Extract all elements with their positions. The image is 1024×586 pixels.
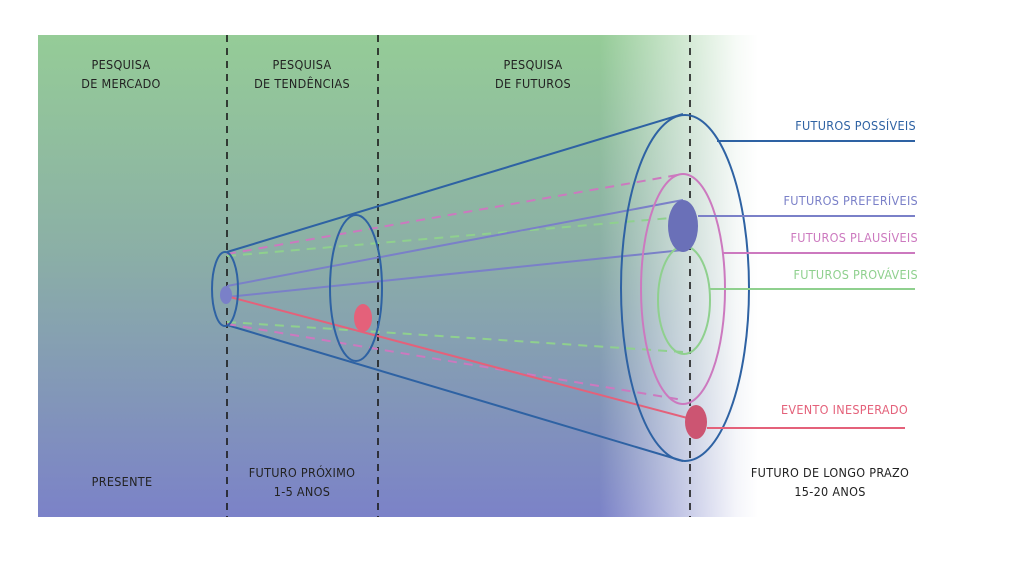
- bottom-label-near-future-1: FUTURO PRÓXIMO: [249, 465, 355, 480]
- legend-label-probable: FUTUROS PROVÁVEIS: [793, 267, 918, 282]
- background-fade: [38, 35, 758, 517]
- top-label-futures-research-1: PESQUISA: [504, 57, 563, 72]
- preferable-rays: [226, 199, 684, 298]
- preferable-futures-dot: [668, 200, 698, 252]
- legend-label-preferable: FUTUROS PREFERÍVEIS: [783, 193, 918, 208]
- preferable-ray-lower: [226, 249, 684, 298]
- bottom-labels: PRESENTE FUTURO PRÓXIMO 1-5 ANOS FUTURO …: [92, 465, 909, 499]
- bottom-label-long-term-1: FUTURO DE LONGO PRAZO: [751, 465, 909, 480]
- plausible-lower-dash: [226, 323, 684, 401]
- top-label-market-research-1: PESQUISA: [92, 57, 151, 72]
- bottom-label-long-term-2: 15-20 ANOS: [794, 484, 865, 499]
- dashed-boundaries: [226, 173, 684, 401]
- legend: FUTUROS POSSÍVEIS FUTUROS PREFERÍVEIS FU…: [781, 118, 918, 417]
- top-label-trend-research-1: PESQUISA: [273, 57, 332, 72]
- top-labels: PESQUISA DE MERCADO PESQUISA DE TENDÊNCI…: [81, 57, 571, 91]
- near-future-ellipse: [329, 214, 383, 362]
- bottom-label-near-future-2: 1-5 ANOS: [274, 484, 330, 499]
- legend-label-plausible: FUTUROS PLAUSÍVEIS: [790, 230, 918, 245]
- present-dot: [220, 286, 232, 304]
- cone-bottom-edge: [226, 324, 684, 462]
- plausible-upper-dash: [226, 173, 684, 255]
- probable-lower-dash: [226, 321, 684, 353]
- legend-leaders: [698, 140, 915, 429]
- legend-label-possible: FUTUROS POSSÍVEIS: [795, 118, 916, 133]
- legend-label-unexpected: EVENTO INESPERADO: [781, 402, 908, 417]
- preferable-ray-upper: [226, 199, 684, 287]
- unexpected-event-ray: [229, 296, 696, 421]
- top-label-trend-research-2: DE TENDÊNCIAS: [254, 76, 350, 91]
- present-ellipse: [211, 251, 239, 327]
- bottom-label-present: PRESENTE: [92, 474, 153, 489]
- probable-upper-dash: [226, 216, 684, 257]
- cone-outline: [226, 113, 684, 462]
- cone-top-edge: [226, 113, 684, 253]
- unexpected-event-dot: [685, 405, 707, 439]
- top-label-futures-research-2: DE FUTUROS: [495, 76, 571, 91]
- near-future-unexpected-dot: [354, 304, 372, 332]
- top-label-market-research-2: DE MERCADO: [81, 76, 160, 91]
